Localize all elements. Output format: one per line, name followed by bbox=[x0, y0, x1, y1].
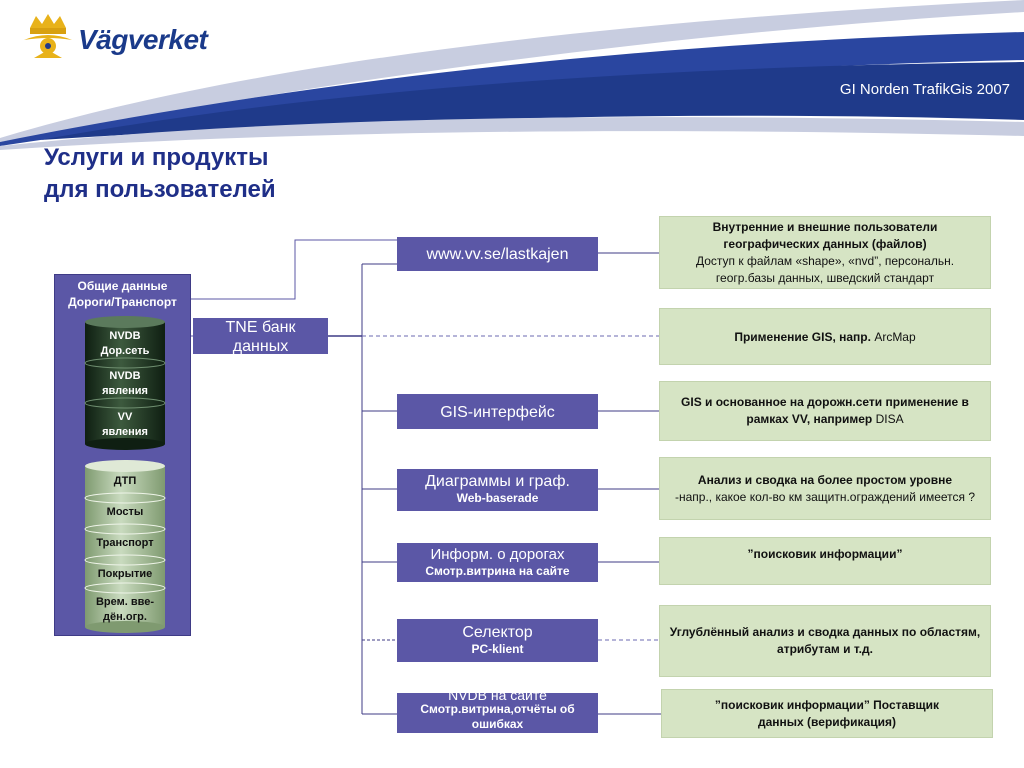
description-file-users-text: Доступ к файлам «shape», «nvd”, персонал… bbox=[695, 253, 955, 285]
product-nvdb-site-sublabel: Смотр.витрина,отчёты об ошибках bbox=[420, 702, 575, 731]
product-road-info-label: Информ. о дорогах bbox=[430, 546, 565, 563]
nvdb-phenomena-line2: явления bbox=[102, 385, 148, 397]
page-title-line1: Услуги и продукты bbox=[44, 144, 269, 171]
description-file-users: Внутренние и внешние пользователи геогра… bbox=[659, 216, 991, 289]
description-info-search-verification-bold: ”поисковик информации” Поставщик данных … bbox=[714, 697, 940, 729]
vagverket-logo: Vägverket bbox=[20, 12, 240, 68]
product-lastkajen-label: www.vv.se/lastkajen bbox=[426, 246, 569, 263]
product-selector-sublabel: PC-klient bbox=[471, 642, 524, 656]
crown-emblem-icon bbox=[24, 14, 72, 58]
accidents-label: ДТП bbox=[113, 475, 137, 487]
tne-databank-line1: TNE банк bbox=[225, 319, 296, 336]
description-gis-apps: Применение GIS, напр. ArcMap bbox=[659, 308, 991, 365]
description-vv-gis-text: DISA bbox=[875, 412, 904, 426]
vv-phenomena-line2: явления bbox=[102, 426, 148, 438]
description-vv-gis-bold: GIS и основанное на дорожн.сети применен… bbox=[681, 395, 969, 426]
description-simple-analysis: Анализ и сводка на более простом уровне … bbox=[659, 457, 991, 520]
common-data-panel: Общие данные Дороги/Транспорт bbox=[54, 274, 191, 636]
product-road-info: Информ. о дорогах Смотр.витрина на сайте bbox=[397, 543, 598, 582]
temporary-restrictions-label: Врем. вве- дён.огр. bbox=[85, 595, 165, 625]
temporary-restrictions-line2: дён.огр. bbox=[103, 611, 147, 623]
description-vv-gis: GIS и основанное на дорожн.сети применен… bbox=[659, 381, 991, 441]
nvdb-road-network-line2: Дор.сеть bbox=[100, 345, 150, 357]
product-road-info-sublabel: Смотр.витрина на сайте bbox=[425, 564, 570, 578]
pavement-label: Покрытие bbox=[97, 568, 153, 580]
page-title: Услуги и продукты для пользователей bbox=[44, 142, 276, 206]
header-swoosh bbox=[0, 0, 1024, 150]
description-info-search: ”поисковик информации” bbox=[659, 537, 991, 585]
vv-phenomena-line1: VV bbox=[117, 411, 133, 423]
description-gis-apps-bold: Применение GIS, напр. bbox=[734, 330, 871, 344]
description-info-search-bold: ”поисковик информации” bbox=[747, 547, 903, 561]
transport-label: Транспорт bbox=[96, 537, 154, 549]
description-simple-analysis-text: -напр., какое кол-во км защитн.ограждени… bbox=[674, 489, 976, 504]
tne-databank-line2: данных bbox=[232, 338, 289, 354]
product-diagrams-label: Диаграммы и граф. bbox=[425, 473, 570, 490]
product-lastkajen: www.vv.se/lastkajen bbox=[397, 237, 598, 271]
product-nvdb-site-label: NVDB на сайте bbox=[448, 693, 547, 703]
description-deep-analysis-bold: Углублённый анализ и сводка данных по об… bbox=[669, 625, 981, 656]
nvdb-cylinder-stack bbox=[84, 316, 166, 450]
product-gis-interface-label: GIS-интерфейс bbox=[440, 404, 555, 421]
product-gis-interface: GIS-интерфейс bbox=[397, 394, 598, 429]
nvdb-phenomena-label: NVDB явления bbox=[85, 369, 165, 399]
product-nvdb-site: NVDB на сайте Смотр.витрина,отчёты об ош… bbox=[397, 693, 598, 733]
product-selector-label: Селектор bbox=[462, 624, 533, 641]
page-title-line2: для пользователей bbox=[44, 176, 276, 203]
vv-phenomena-label: VV явления bbox=[85, 410, 165, 440]
brand-name: Vägverket bbox=[78, 24, 208, 55]
description-file-users-bold: Внутренние и внешние пользователи геогра… bbox=[712, 219, 938, 251]
temporary-restrictions-line1: Врем. вве- bbox=[95, 596, 155, 608]
bridges-label: Мосты bbox=[106, 506, 144, 518]
nvdb-road-network-line1: NVDB bbox=[109, 330, 141, 342]
common-data-title-line2: Дороги/Транспорт bbox=[68, 295, 177, 309]
event-title: GI Norden TrafikGis 2007 bbox=[839, 81, 1010, 98]
description-info-search-verification: ”поисковик информации” Поставщик данных … bbox=[661, 689, 993, 738]
other-data-cylinder-stack bbox=[84, 460, 166, 633]
product-diagrams: Диаграммы и граф. Web-baserade bbox=[397, 469, 598, 511]
product-diagrams-sublabel: Web-baserade bbox=[456, 491, 539, 505]
description-simple-analysis-bold: Анализ и сводка на более простом уровне bbox=[697, 472, 953, 487]
description-deep-analysis: Углублённый анализ и сводка данных по об… bbox=[659, 605, 991, 677]
database-cylinders bbox=[84, 316, 166, 633]
nvdb-phenomena-line1: NVDB bbox=[109, 370, 141, 382]
common-data-title: Общие данные Дороги/Транспорт bbox=[55, 278, 190, 310]
nvdb-road-network-label: NVDB Дор.сеть bbox=[85, 329, 165, 359]
common-data-title-line1: Общие данные bbox=[77, 279, 168, 293]
tne-databank-node: TNE банк данных bbox=[193, 318, 328, 354]
description-gis-apps-text: ArcMap bbox=[874, 330, 916, 344]
product-selector: Селектор PC-klient bbox=[397, 619, 598, 662]
